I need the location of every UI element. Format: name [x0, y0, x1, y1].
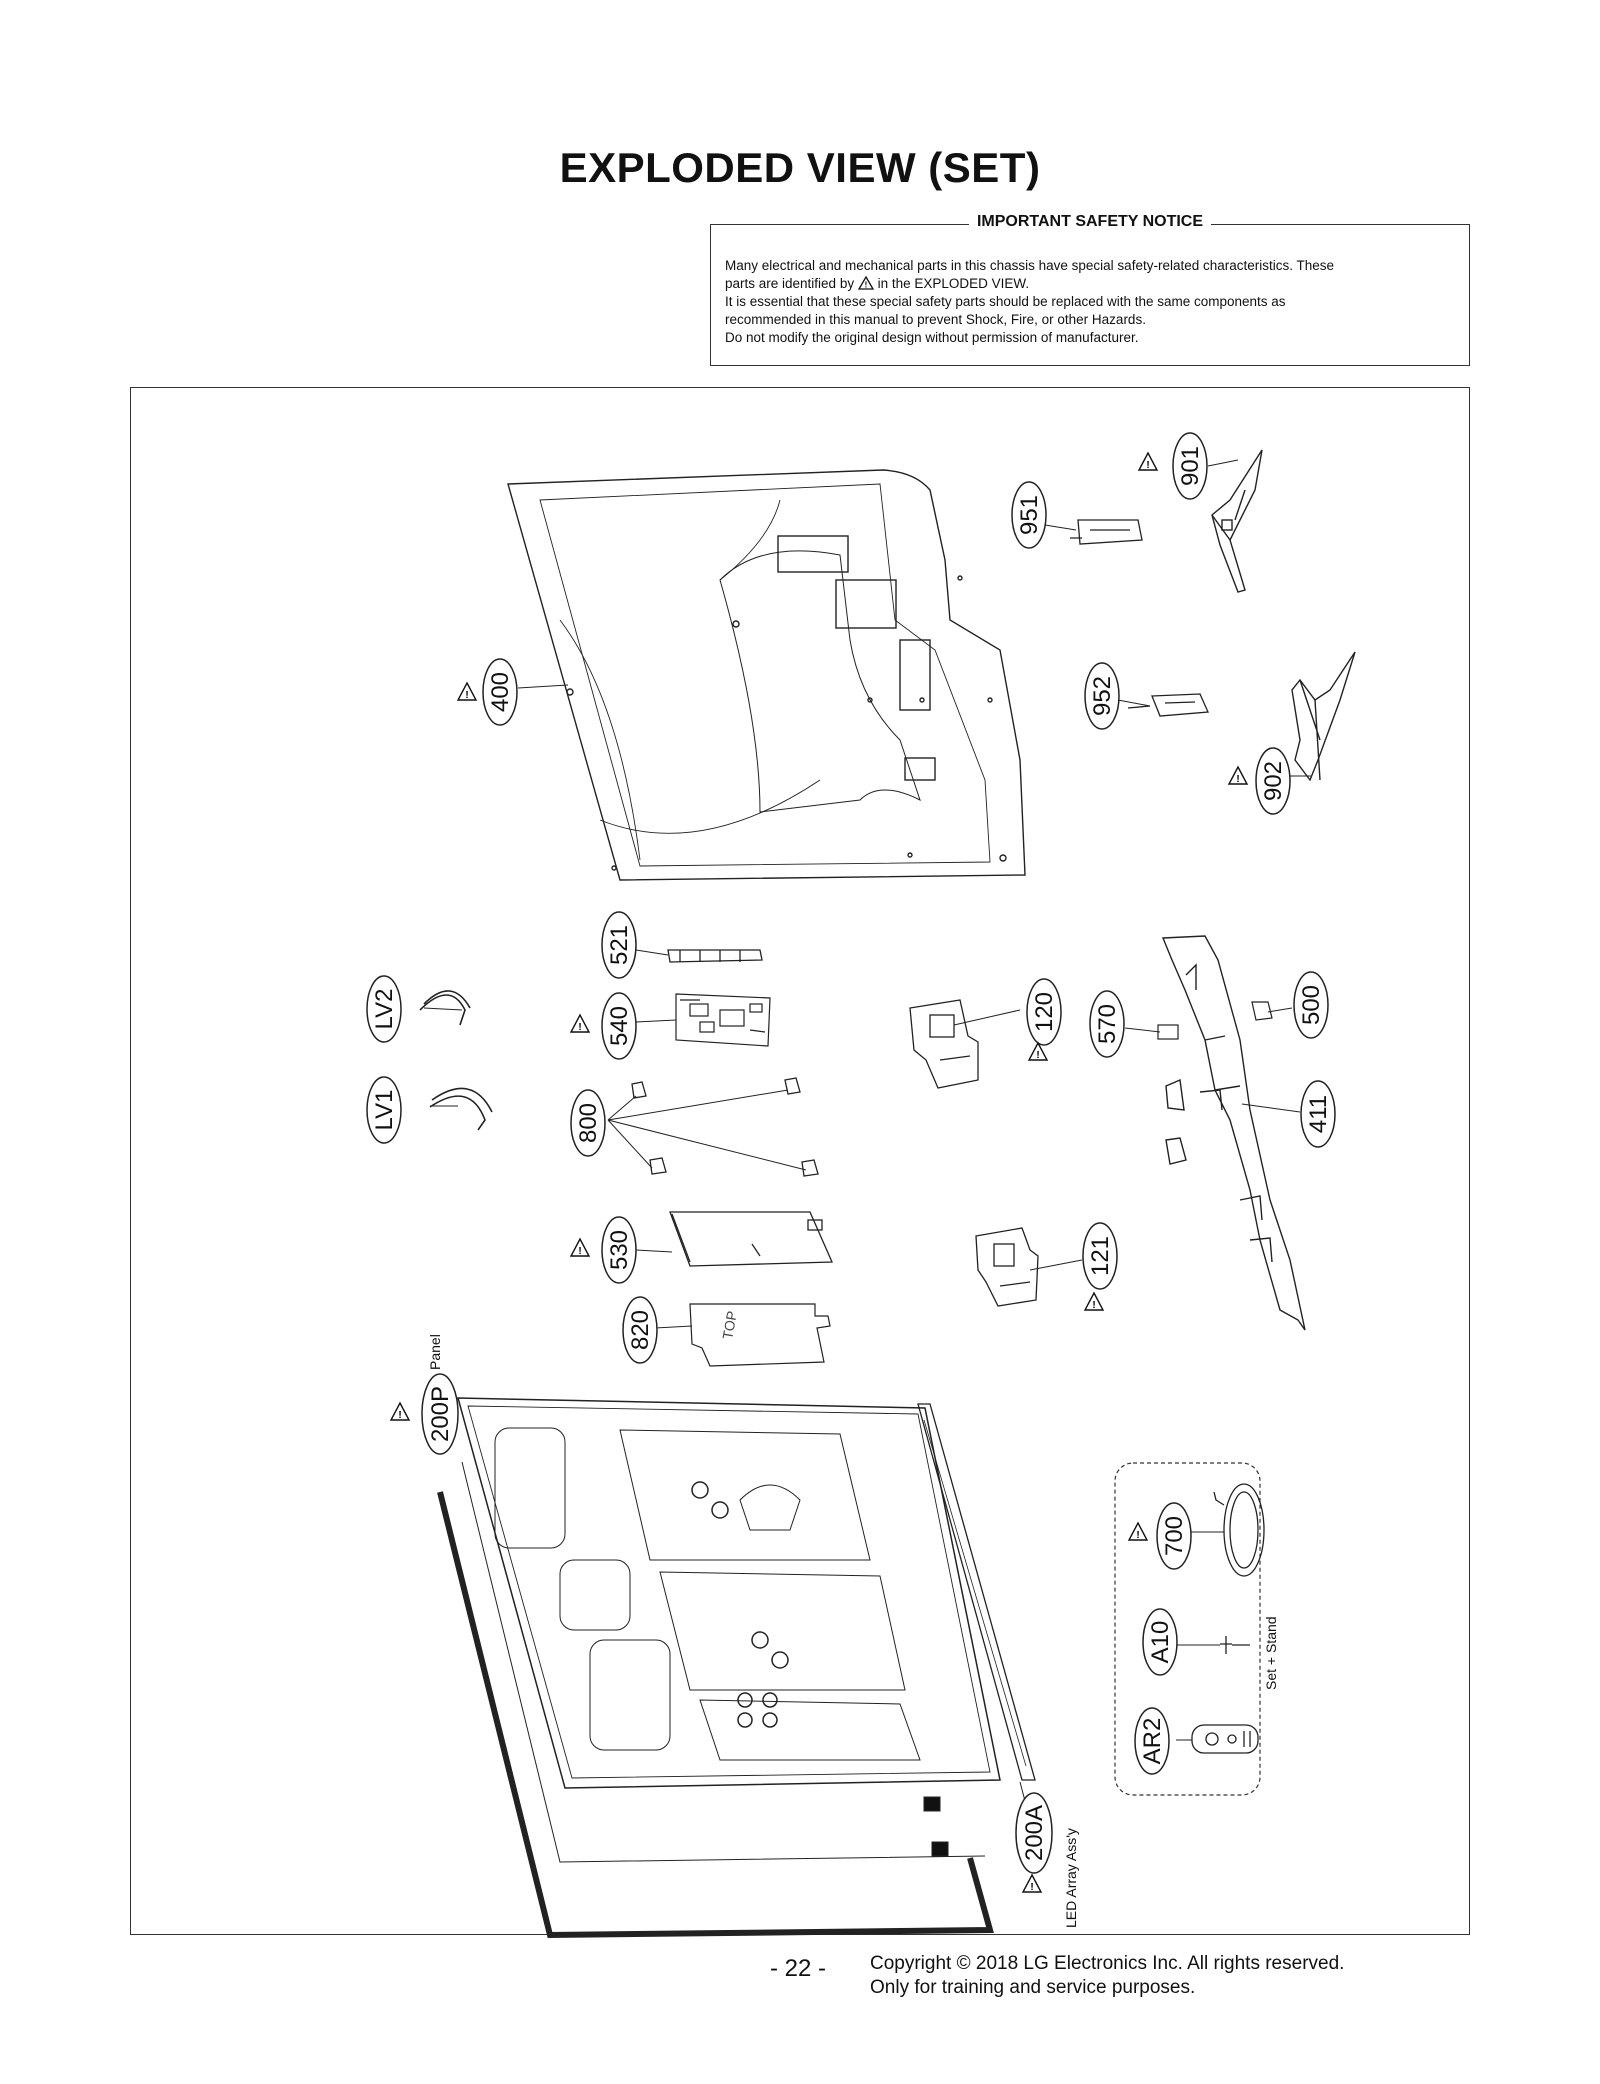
copyright-notice: Copyright © 2018 LG Electronics Inc. All…: [870, 1952, 1344, 2000]
main-board-part: [675, 993, 771, 1047]
part-number-text: 951: [1016, 495, 1043, 535]
part-label-901: [1172, 432, 1208, 500]
warning-triangle-icon: !: [857, 276, 874, 290]
led-array-caption: LED Array Ass'y: [1063, 1828, 1079, 1928]
part-label-ar2: [1134, 1707, 1170, 1775]
part-label-500: [1293, 971, 1329, 1039]
copyright-line: Only for training and service purposes.: [870, 1977, 1196, 1998]
part-label-lv2: [366, 975, 402, 1043]
page-number: - 22 -: [770, 1955, 827, 1982]
part-label-121: [1082, 1222, 1118, 1290]
part-label-951: [1011, 481, 1047, 549]
part-number-text: 500: [1298, 985, 1325, 1025]
part-label-a10: [1142, 1608, 1178, 1676]
speaker-part: [909, 999, 1039, 1307]
notice-line: recommended in this manual to prevent Sh…: [725, 312, 1146, 327]
part-number-text: 200P: [427, 1386, 454, 1442]
part-label-200a: [1015, 1792, 1053, 1874]
part-label-540: [601, 992, 637, 1060]
top-mark-label: TOP: [719, 1310, 740, 1341]
part-number-text: 800: [575, 1103, 602, 1143]
warning-triangle-icon: [570, 1238, 590, 1258]
notice-line: Do not modify the original design withou…: [725, 330, 1139, 345]
part-label-120: [1026, 978, 1062, 1046]
part-label-952: [1084, 662, 1120, 730]
clip-part: [631, 1077, 819, 1177]
leader-lines: [423, 459, 1312, 1821]
stand-guide-part: [1070, 519, 1209, 717]
panel-caption: Panel: [427, 1334, 443, 1370]
captions: Panel LED Array Ass'y Set + Stand: [427, 1334, 1279, 1928]
warning-triangle-icon: [390, 1402, 410, 1422]
safety-markers: [390, 452, 1248, 1894]
part-label-411: [1300, 1080, 1336, 1148]
part-number-text: 570: [1094, 1004, 1121, 1044]
safety-notice-heading: IMPORTANT SAFETY NOTICE: [968, 213, 1212, 230]
part-number-text: 820: [627, 1310, 654, 1350]
page-title: EXPLODED VIEW (SET): [559, 144, 1041, 191]
warning-triangle-icon: [457, 682, 477, 702]
part-label-521: [601, 911, 637, 979]
part-label-902: [1255, 747, 1291, 815]
part-label-820: [622, 1296, 658, 1364]
safety-notice-box: IMPORTANT SAFETY NOTICE Many electrical …: [710, 213, 1470, 366]
warning-triangle-icon: [570, 1014, 590, 1034]
part-label-400: [482, 658, 518, 726]
part-label-lv1: [366, 1076, 402, 1144]
part-number-text: 901: [1177, 446, 1204, 486]
remote-control-part: [1191, 1724, 1259, 1754]
part-number-text: 521: [606, 925, 633, 965]
warning-triangle-icon: [1228, 766, 1248, 786]
set-stand-caption: Set + Stand: [1263, 1616, 1279, 1690]
warning-triangle-icon: [1128, 1522, 1148, 1542]
part-number-text: 700: [1161, 1516, 1188, 1556]
notice-line: It is essential that these special safet…: [725, 294, 1286, 309]
part-number-text: LV1: [371, 1090, 398, 1131]
accessory-box: [1114, 1462, 1265, 1796]
part-number-text: 952: [1089, 676, 1116, 716]
stand-part: [1291, 651, 1356, 782]
copyright-line: Copyright © 2018 LG Electronics Inc. All…: [870, 1953, 1345, 1974]
part-number-text: LV2: [371, 989, 398, 1030]
small-part: [1157, 1001, 1273, 1040]
bottom-frame-part: [1161, 935, 1306, 1331]
part-number-text: 121: [1087, 1236, 1114, 1276]
part-label-texts: 400 901 951 952 902 521 540 800 530 820 …: [371, 446, 1332, 1861]
back-cover-part: [507, 469, 1026, 881]
insulator-sheet-part: TOP: [689, 1303, 831, 1367]
part-label-200p: [421, 1373, 459, 1455]
bracket-part: [667, 949, 763, 963]
part-number-text: 530: [606, 1230, 633, 1270]
part-label-570: [1089, 990, 1125, 1058]
warning-triangle-icon: [1084, 1292, 1104, 1312]
part-number-text: 200A: [1021, 1805, 1048, 1861]
part-label-530: [601, 1216, 637, 1284]
warning-triangle-icon: [1022, 1874, 1042, 1894]
part-number-text: A10: [1147, 1621, 1174, 1664]
part-labels: [366, 432, 1336, 1874]
led-array-part: [917, 1403, 1036, 1781]
stand-part: [1211, 449, 1263, 593]
part-number-text: 400: [487, 672, 514, 712]
notice-line: parts are identified by ! in the EXPLODE…: [725, 276, 1030, 291]
cable-part: [419, 990, 493, 1131]
part-number-text: 902: [1260, 761, 1287, 801]
part-number-text: 120: [1031, 992, 1058, 1032]
display-frame-outline: [437, 1461, 994, 1939]
panel-assembly-part: [457, 1397, 1001, 1789]
svg-text:!: !: [865, 281, 868, 290]
power-cord-part: [1223, 1483, 1265, 1577]
power-board-part: [669, 1211, 833, 1267]
part-label-800: [570, 1089, 606, 1157]
part-number-text: 540: [606, 1006, 633, 1046]
part-number-text: 411: [1305, 1095, 1332, 1133]
part-number-text: AR2: [1139, 1718, 1166, 1765]
warning-triangle-icon: [1138, 452, 1158, 472]
safety-notice-text: Many electrical and mechanical parts in …: [725, 257, 1455, 347]
screw-part: [1220, 1636, 1250, 1654]
part-label-700: [1156, 1502, 1192, 1570]
notice-line: Many electrical and mechanical parts in …: [725, 258, 1335, 273]
